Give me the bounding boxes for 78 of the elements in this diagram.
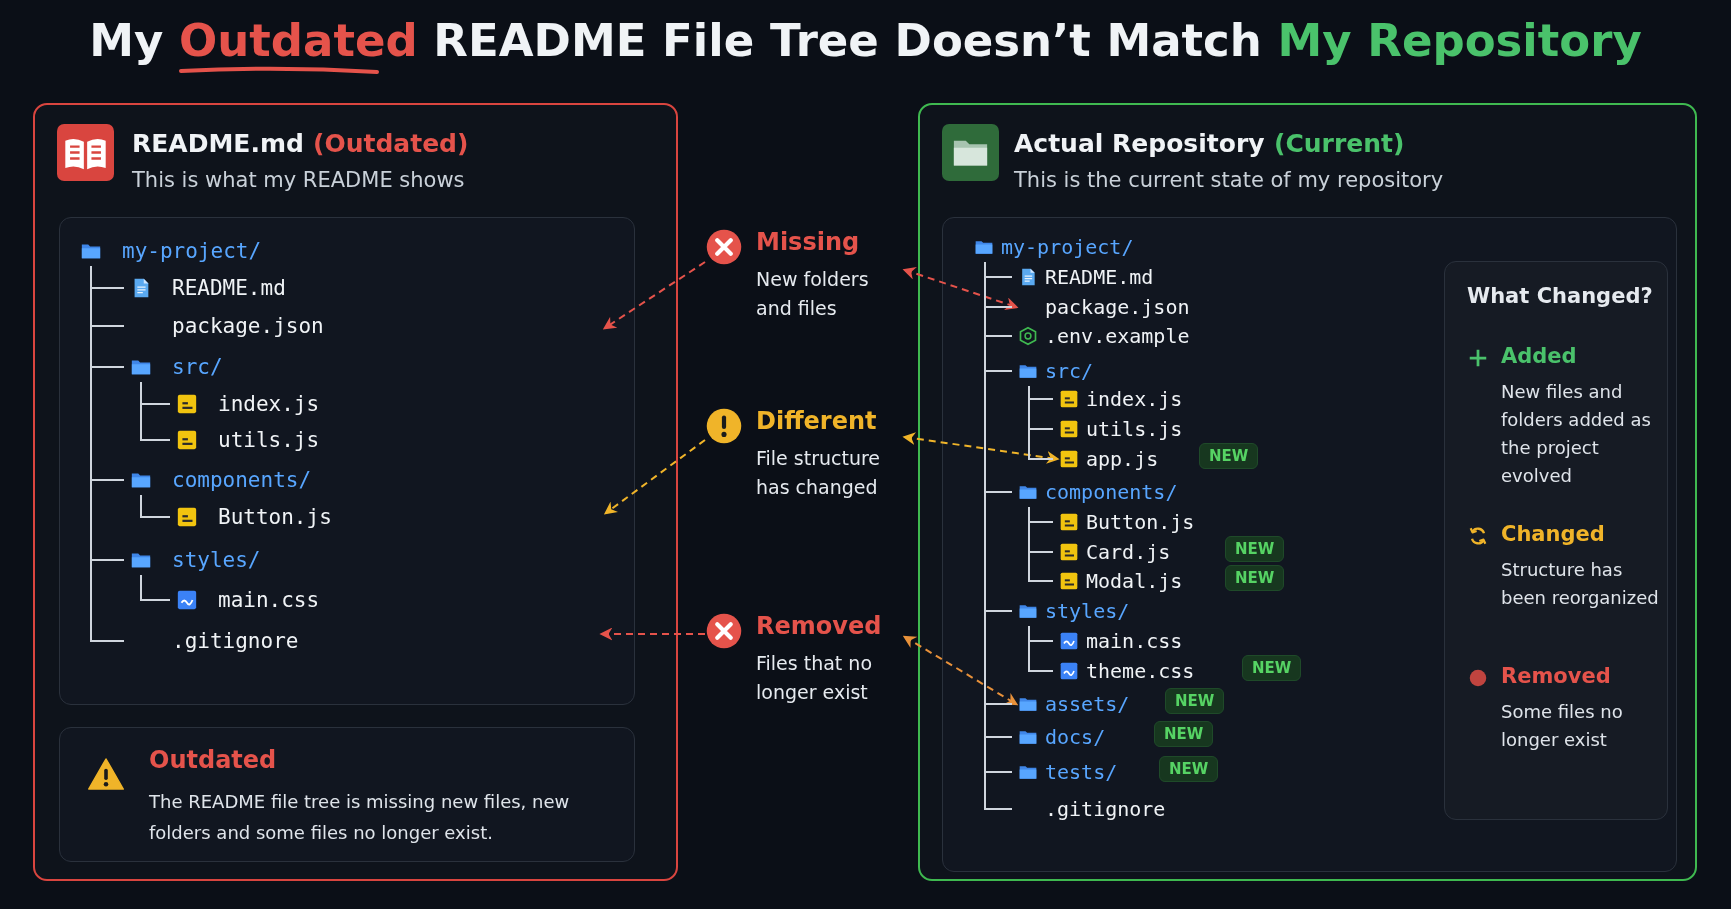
note-text: The README file tree is missing new files, new folders and some files no longer exist. — [149, 790, 571, 845]
new-badge: NEW — [1225, 565, 1285, 591]
panel-title: Actual Repository — [1014, 129, 1265, 158]
panel-title: README.md — [132, 129, 304, 158]
new-badge: NEW — [1154, 721, 1214, 747]
folder-name: docs/ — [1045, 725, 1106, 749]
folder-name: styles/ — [1045, 599, 1130, 623]
tree-branch-line — [90, 265, 125, 642]
callout-text: File structure has changed — [756, 446, 882, 500]
callout-text: Files that no longer exist — [756, 651, 874, 705]
status-label: (Current) — [1274, 129, 1405, 158]
panel-heading: What Changed? — [1467, 284, 1653, 308]
status-label: (Outdated) — [313, 129, 469, 158]
repository-panel — [918, 103, 1697, 881]
callout-heading: Removed — [756, 612, 882, 640]
dashed-arrow — [902, 635, 1019, 706]
tree-branch-line — [1028, 625, 1054, 672]
folder-name: src/ — [172, 355, 223, 379]
new-badge: NEW — [1159, 756, 1219, 782]
new-badge: NEW — [1165, 688, 1225, 714]
change-text: Some files no longer exist — [1501, 700, 1624, 752]
file-tree-panel — [942, 217, 1677, 872]
file-name: Modal.js — [1086, 569, 1183, 593]
folder-name: tests/ — [1045, 760, 1118, 784]
callout-heading: Different — [756, 407, 877, 435]
new-badge: NEW — [1225, 536, 1285, 562]
dashed-arrow — [599, 627, 706, 641]
file-name: .gitignore — [172, 629, 299, 653]
file-name: package.json — [1045, 295, 1190, 319]
file-name: Button.js — [218, 505, 332, 529]
change-heading: Changed — [1501, 522, 1605, 546]
panel-subtitle: This is the current state of my repository — [1014, 168, 1444, 192]
file-name: app.js — [1086, 447, 1159, 471]
dashed-arrow — [902, 432, 1060, 464]
folder-name: my-project/ — [122, 239, 262, 263]
file-name: package.json — [172, 314, 324, 338]
folder-name: my-project/ — [1001, 235, 1134, 259]
file-name: index.js — [218, 392, 320, 416]
folder-name: assets/ — [1045, 692, 1130, 716]
new-badge: NEW — [1199, 443, 1259, 469]
file-name: Card.js — [1086, 540, 1171, 564]
diagram-title: My Outdated README File Tree Doesn’t Match My Repository — [0, 14, 1731, 67]
tree-branch-line — [140, 494, 171, 518]
folder-name: src/ — [1045, 359, 1094, 383]
panel-subtitle: This is what my README shows — [132, 168, 465, 192]
tree-branch-line — [140, 381, 171, 441]
folder-name: styles/ — [172, 548, 261, 572]
changes-panel — [1444, 261, 1668, 820]
file-name: utils.js — [1086, 417, 1183, 441]
file-name: README.md — [172, 276, 286, 300]
file-name: theme.css — [1086, 659, 1195, 683]
folder-name: components/ — [172, 468, 312, 492]
file-tree-panel — [59, 217, 635, 705]
folder-name: components/ — [1045, 480, 1178, 504]
file-name: utils.js — [218, 428, 320, 452]
change-text: New files and folders added as the project evolved — [1501, 380, 1652, 488]
file-name: index.js — [1086, 387, 1183, 411]
change-text: Structure has been reorganized — [1501, 558, 1660, 610]
callout-text: New folders and files — [756, 267, 870, 321]
file-name: Button.js — [1086, 510, 1195, 534]
dashed-arrow — [902, 267, 1019, 310]
file-name: .env.example — [1045, 324, 1190, 348]
change-heading: Removed — [1501, 664, 1611, 688]
file-name: main.css — [1086, 629, 1183, 653]
change-heading: Added — [1501, 344, 1577, 368]
file-name: main.css — [218, 588, 320, 612]
tree-branch-line — [1028, 385, 1054, 460]
dashed-arrow — [602, 261, 706, 330]
warning-note — [59, 727, 635, 862]
new-badge: NEW — [1242, 655, 1302, 681]
readme-panel — [33, 103, 678, 881]
dashed-arrow — [603, 439, 706, 515]
callout-heading: Missing — [756, 228, 860, 256]
tree-branch-line — [1028, 506, 1054, 582]
file-name: .gitignore — [1045, 797, 1166, 821]
file-name: README.md — [1045, 265, 1154, 289]
note-heading: Outdated — [149, 746, 277, 774]
tree-branch-line — [140, 574, 171, 601]
